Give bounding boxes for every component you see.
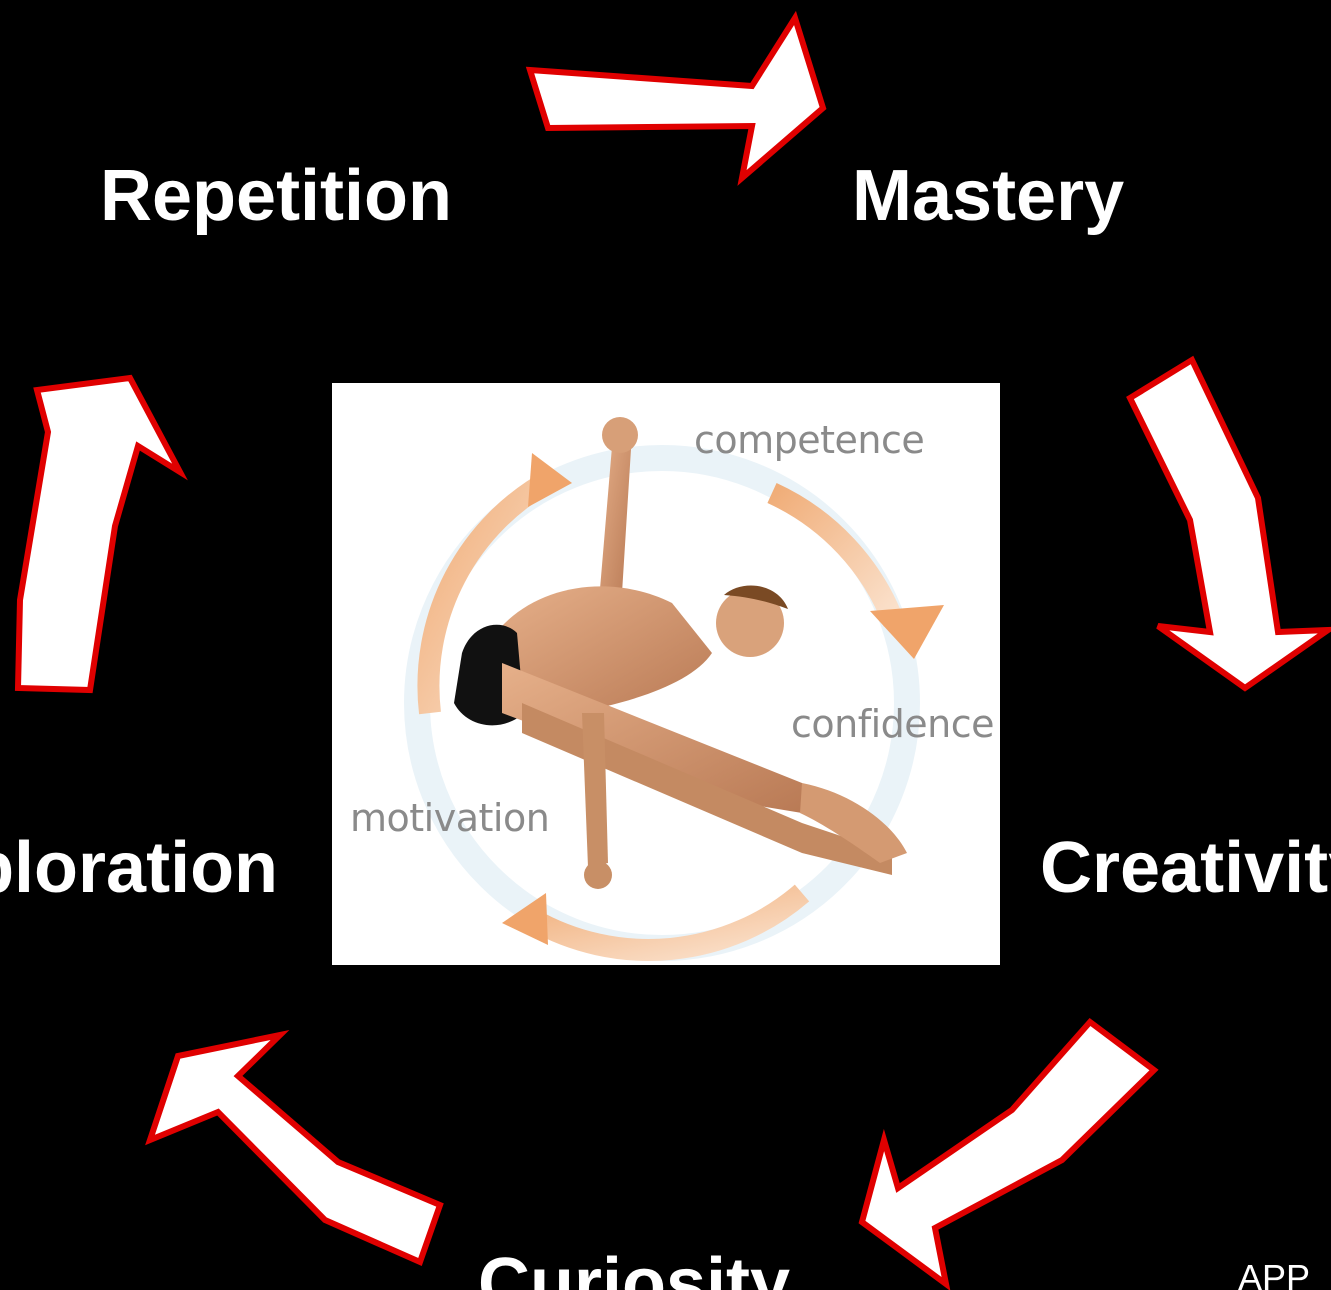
diver-figure [454,417,907,889]
word-competence: competence [694,418,925,462]
arrow-creativity-to-curiosity [858,1017,1159,1290]
diver-photo: competence confidence motivation [332,383,1000,965]
label-creativity: Creativity [1040,828,1331,908]
label-exploration: Exploration [0,828,279,908]
word-confidence: confidence [791,702,995,746]
arrow-exploration-to-repetition [14,374,188,694]
arrow-mastery-to-creativity [1126,355,1331,692]
word-motivation: motivation [350,796,550,840]
arrow-repetition-to-mastery [525,10,827,186]
diver-illustration [404,417,944,961]
cycle-ring [417,469,905,961]
corner-text: APP [1238,1257,1311,1290]
ring-arrowhead-bottom [502,893,548,945]
ring-arrowhead-right [870,605,944,659]
arrow-curiosity-to-exploration [145,1029,444,1267]
label-curiosity: Curiosity [478,1244,791,1290]
label-mastery: Mastery [852,156,1125,236]
label-repetition: Repetition [100,156,452,236]
ring-arrowhead-top [528,453,572,507]
